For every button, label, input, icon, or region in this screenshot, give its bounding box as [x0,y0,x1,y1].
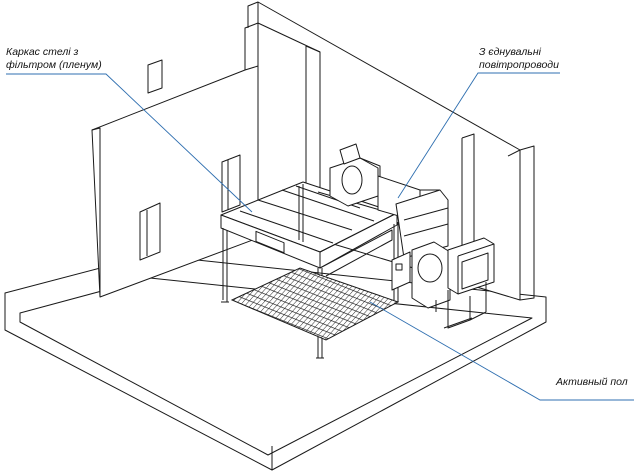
leader-floor [369,301,634,401]
callout-ceiling-frame: Каркас стелі з фільтром (пленум) [6,46,102,72]
frame-leg-front-left [222,228,228,302]
active-floor-grate [230,267,400,341]
air-intake-box [447,237,495,295]
control-cabinet [391,251,411,291]
callout-connecting-ducts-line2: повітропроводи [479,59,559,71]
callout-ceiling-frame-line2: фільтром (пленум) [6,59,102,71]
callout-ceiling-frame-line1: Каркас стелі з [6,46,79,58]
left-door-opening [139,202,161,261]
callout-active-floor-line1: Активный пол [556,376,628,388]
callout-connecting-ducts: З єднувальні повітропроводи [479,46,559,72]
callout-connecting-ducts-line1: З єднувальні [479,46,541,58]
leader-ducts [397,72,560,199]
callout-active-floor: Активный пол [556,376,628,389]
leader-frame [6,73,253,213]
